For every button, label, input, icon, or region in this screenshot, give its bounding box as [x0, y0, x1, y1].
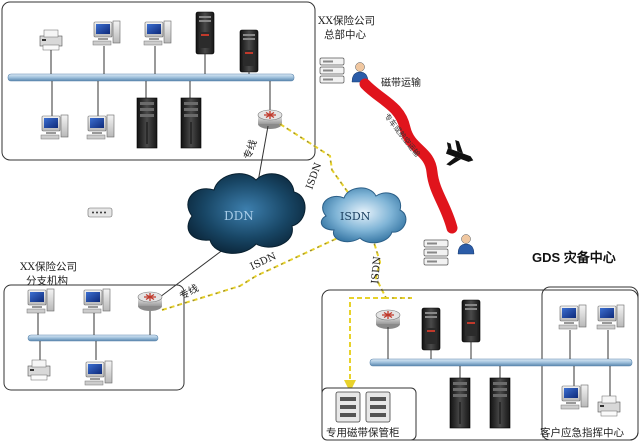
isdn-cloud-label: ISDN [340, 210, 371, 223]
gds-title: GDS 灾备中心 [532, 250, 616, 265]
isdn-cloud: ISDN [320, 187, 407, 244]
hq-ddn-link [257, 125, 269, 183]
isdn-gds-label: ISDN [370, 256, 383, 285]
tape-cabinet-icon [335, 391, 391, 423]
hq-workstation-icon [86, 114, 115, 140]
branch-ddn-link [159, 245, 229, 298]
command-workstation-icon [558, 304, 587, 330]
gds-storage-rack-icon [489, 377, 511, 429]
ddn-label: DDN [224, 209, 254, 223]
hq-workstation-icon [40, 114, 69, 140]
hq-workstation-icon [143, 20, 172, 46]
branch-name: XX保险公司 [20, 260, 77, 273]
gds-isdn-link [371, 235, 412, 299]
tape-cabinet-link [349, 297, 386, 388]
gds-storage-rack-icon [449, 377, 471, 429]
command-workstation-icon [596, 304, 625, 330]
switch-icon [87, 207, 113, 218]
branch-workstation-icon [82, 288, 111, 314]
branch-subname: 分支机构 [26, 274, 68, 287]
branch-lan-bus [27, 334, 159, 342]
isdn-hq-label: ISDN [304, 161, 324, 191]
ddn-cloud: DDN [187, 173, 306, 254]
hq-backup-server-icon [319, 57, 345, 84]
branch-office [3, 284, 185, 391]
gds-backup-server-icon [423, 239, 449, 266]
gds-lan-bus [369, 358, 633, 367]
hq-isdn-link [279, 123, 353, 199]
command-printer-icon [597, 395, 621, 417]
hq-printer-icon [39, 29, 63, 51]
tape-transport-route [359, 78, 458, 234]
hq-leased-line-label: 专线 [241, 138, 260, 161]
gds-courier-person-icon [457, 234, 475, 255]
hq-subname: 总部中心 [324, 28, 366, 41]
hq-frame [1, 1, 316, 161]
tape-transport-label: 磁带运输 [381, 76, 421, 89]
branch-printer-icon [27, 359, 51, 381]
hq-storage-rack-icon [180, 97, 202, 149]
hq-center: 专线 [1, 1, 316, 161]
isdn-branch-label: ISDN [249, 251, 279, 273]
hq-workstation-icon [92, 20, 121, 46]
hq-router-icon [257, 109, 283, 130]
hq-lan-bus [7, 73, 295, 82]
branch-workstation-icon [84, 360, 113, 386]
hq-server-tower-icon [195, 11, 215, 55]
gds-router-icon [375, 309, 401, 330]
gds-server-tower-icon [461, 299, 481, 343]
tape-cabinet-label: 专用磁带保管柜 [326, 426, 400, 439]
hq-server-icon [239, 29, 259, 73]
command-workstation-icon [560, 384, 589, 410]
branch-router-icon [137, 291, 163, 312]
hq-storage-rack-icon [136, 97, 158, 149]
branch-frame [3, 284, 185, 391]
command-center-label: 客户应急指挥中心 [540, 426, 624, 439]
gds-storage-rack-icon [421, 307, 441, 351]
branch-workstation-icon [26, 288, 55, 314]
gds-center: 专用磁带保管柜 客户应急指挥中心 [321, 286, 639, 441]
airplane-icon [445, 139, 474, 166]
hq-name: XX保险公司 [318, 14, 375, 27]
